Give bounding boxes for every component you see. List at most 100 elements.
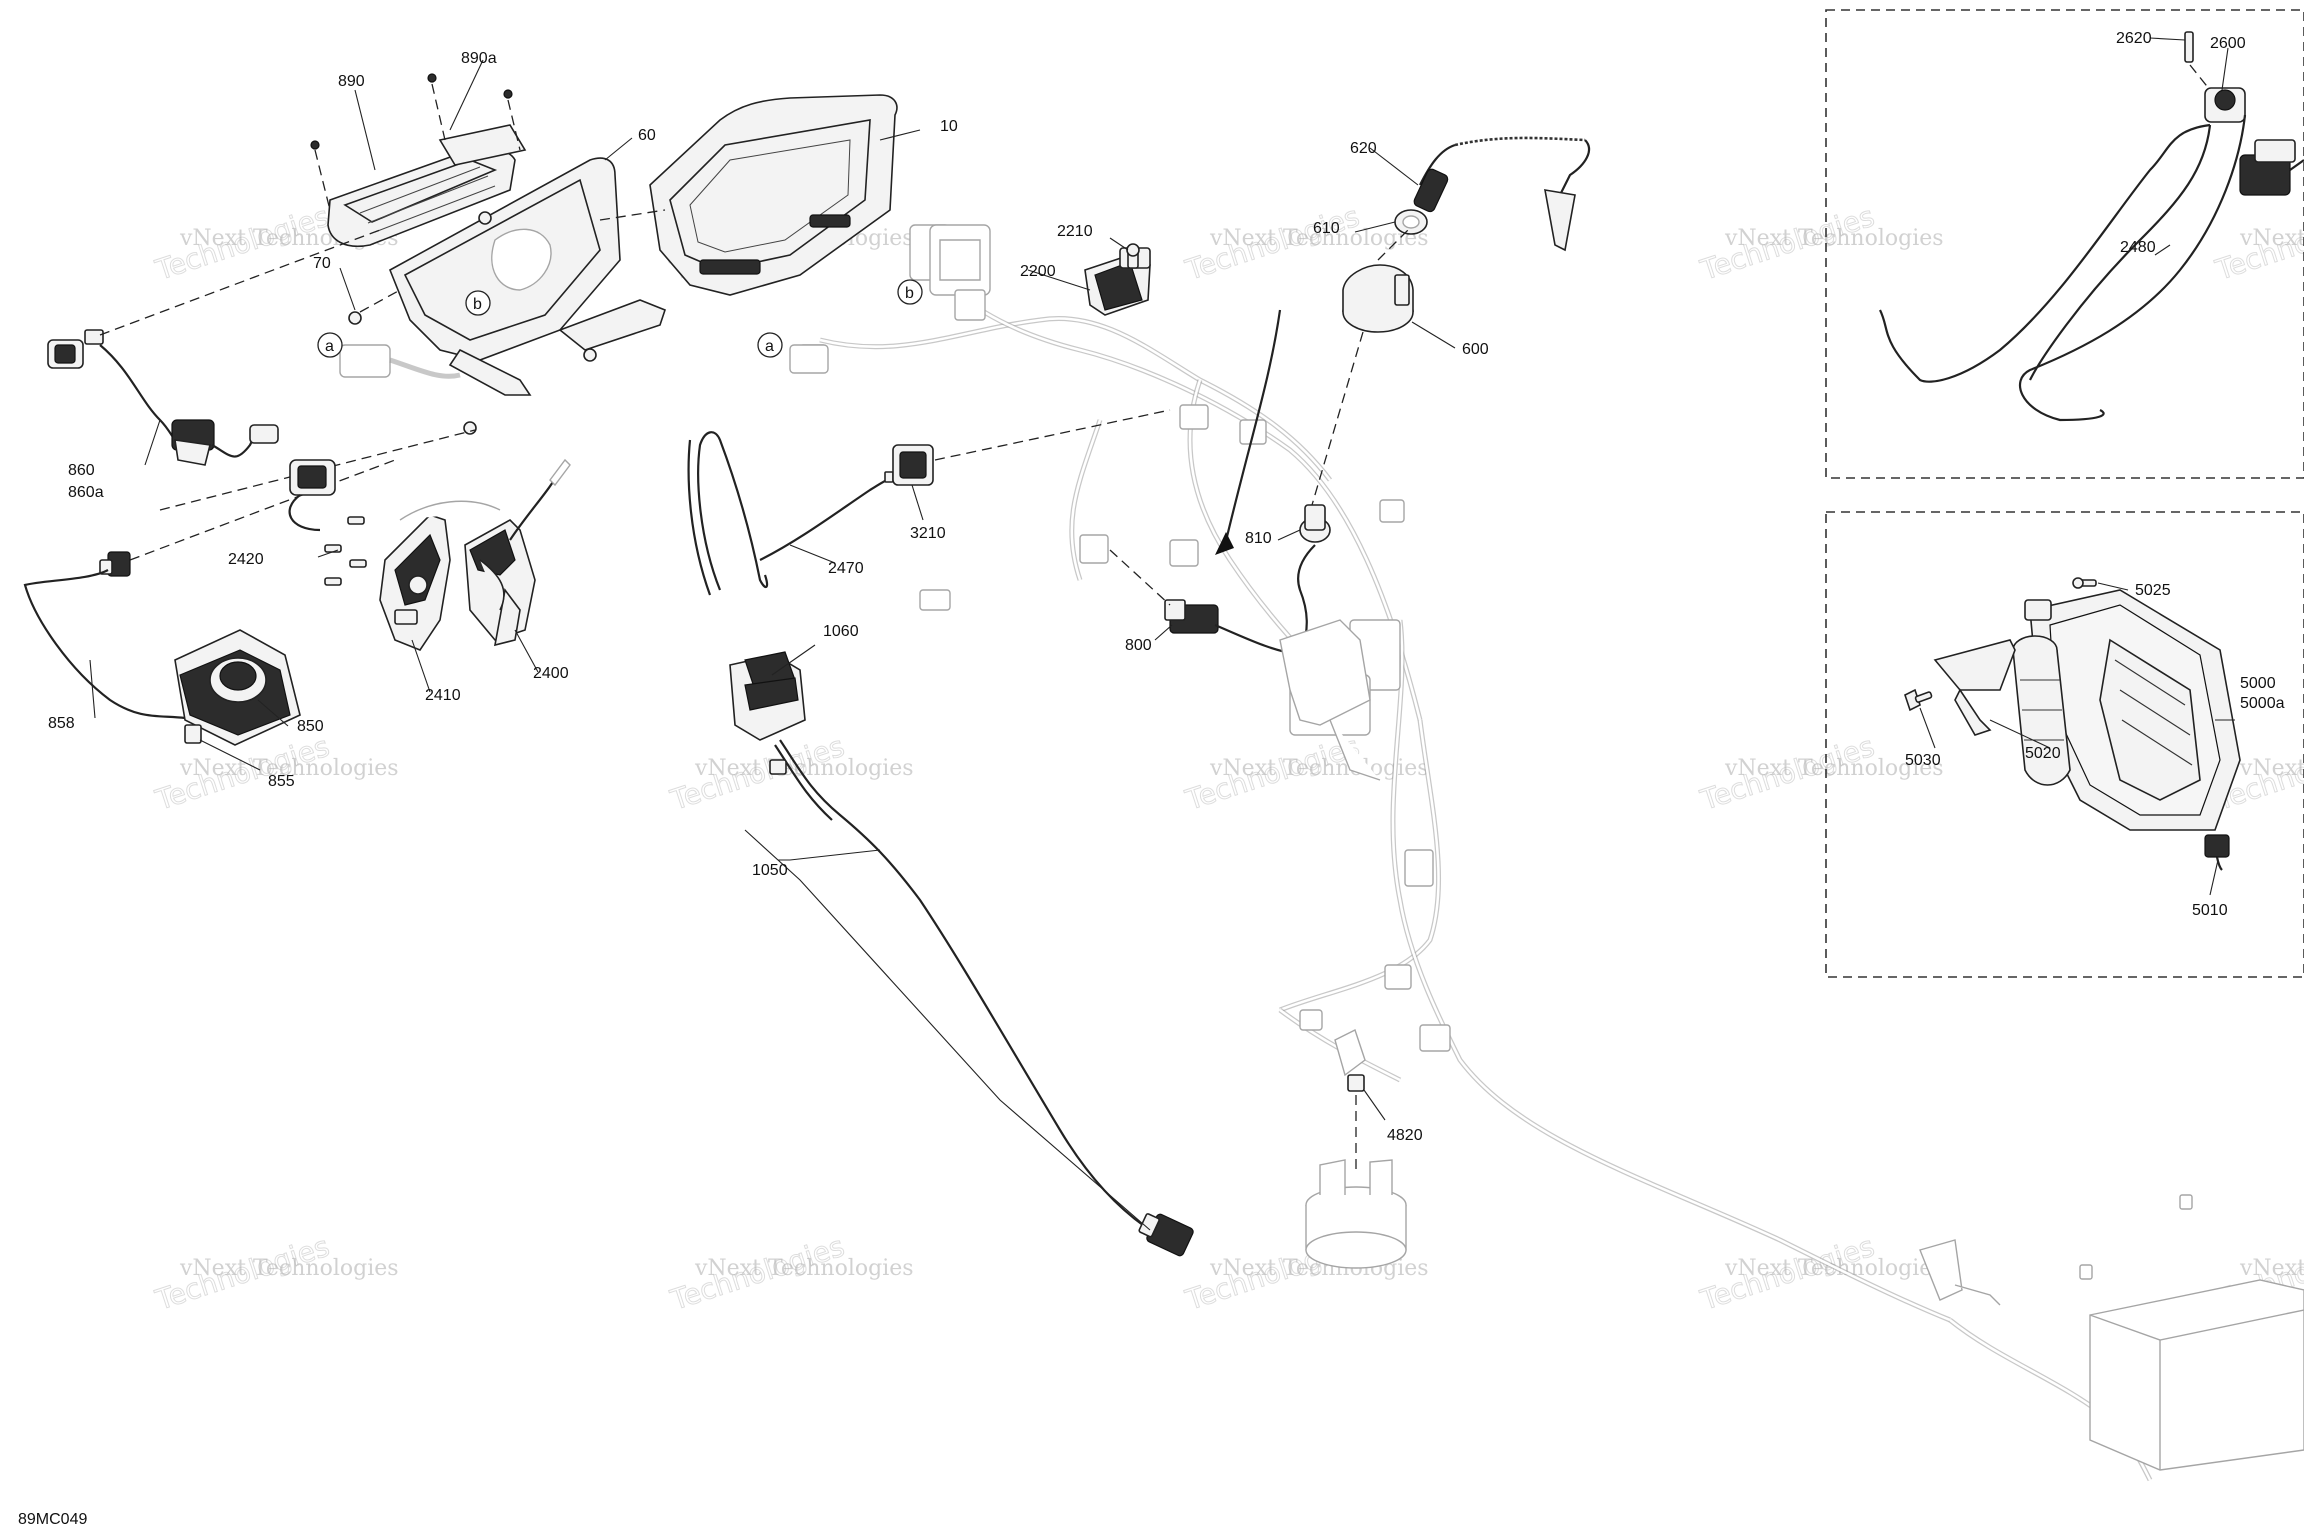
part-5000-module [2012,589,2241,871]
part-labels: 890 890a 60 10 70 860 860a 858 850 855 2… [48,30,2285,1144]
label-2400: 2400 [533,665,569,682]
label-2200: 2200 [1020,263,1056,280]
svg-text:vNext Technologies: vNext Technologies [179,756,399,781]
label-2420: 2420 [228,551,264,568]
label-2480: 2480 [2120,239,2156,256]
part-1060-switch [729,651,806,741]
svg-text:vNext Technologies: vNext Technologies [2239,226,2304,251]
screw-70 [583,348,597,362]
part-2210-bolt [1126,243,1140,269]
svg-text:vNext Technologies: vNext Technologies [2239,756,2304,781]
label-890a: 890a [461,50,497,67]
part-5010-actuator [2012,599,2230,871]
ghost-terminal [1334,1029,1366,1077]
part-1050-harness [744,739,1194,1257]
label-860: 860 [68,462,95,479]
label-70: 70 [313,255,331,272]
part-2470-cable [687,431,894,596]
svg-text:vNext Technologies: vNext Technologies [1724,226,1944,251]
svg-text:vNext Technologies: vNext Technologies [1724,756,1944,781]
watermark: vNext Technologies Technologies [1696,729,1944,817]
part-860-harness [47,229,381,466]
watermark: vNext Technologies Technologies [666,729,914,817]
label-620: 620 [1350,140,1377,157]
part-5025-screw [2072,577,2097,589]
label-890: 890 [338,73,365,90]
detail-box-module [1825,511,2304,978]
label-1060: 1060 [823,623,859,640]
label-800: 800 [1125,637,1152,654]
leader-lines [89,37,2235,1121]
label-3210: 3210 [910,525,946,542]
callout-a: a [757,332,783,358]
watermark: vNext Technologies Technologies [666,1229,914,1317]
label-860a: 860a [68,484,104,501]
label-858: 858 [48,715,75,732]
label-2600: 2600 [2210,35,2246,52]
label-60: 60 [638,127,656,144]
label-2470: 2470 [828,560,864,577]
svg-text:vNext Technologies: vNext Technologies [694,1256,914,1281]
label-1050: 1050 [752,862,788,879]
diagram-code: 89MC049 [18,1511,87,1528]
watermark: vNext Technologies Technologies [1696,199,1944,287]
part-4820-nut [1347,1074,1365,1170]
svg-text:b: b [905,285,914,302]
label-5020: 5020 [2025,745,2061,762]
label-5010: 5010 [2192,902,2228,919]
part-2410-switch-housing [379,514,451,651]
watermark: vNext Technologies Technologies [151,1229,399,1317]
callout-b: b [465,290,491,316]
label-2410: 2410 [425,687,461,704]
part-855-clip [184,724,202,744]
svg-text:a: a [765,338,774,355]
screw-70 [348,311,362,325]
part-890-cover [327,124,527,247]
connector-b-ghost [929,224,991,321]
screw-70 [463,421,477,435]
part-800-harness [1109,544,1322,681]
screw-70 [478,211,492,225]
label-600: 600 [1462,341,1489,358]
svg-text:vNext Technologies: vNext Technologies [2239,1256,2304,1281]
part-2200-sensor [1084,247,1151,316]
part-2620-screw [2184,31,2194,63]
part-2600-switch [2184,31,2246,123]
part-5030-screw [1904,688,1933,712]
part-600-switch [1311,229,1414,506]
callout-b: b [897,279,923,305]
cluster-group [310,73,898,435]
label-610: 610 [1313,220,1340,237]
part-850-switch [174,629,301,746]
part-5020-bracket [1933,639,2016,736]
part-2400-switch-housing [464,458,571,647]
battery [1919,1194,2304,1471]
callout-a: a [317,332,343,358]
part-10-cluster [649,94,898,296]
screw-890a [310,140,320,150]
svg-text:Technologies: Technologies [2211,200,2304,287]
label-810: 810 [1245,530,1272,547]
svg-text:b: b [473,296,482,313]
watermark: vNext Technologies Technologies [2211,199,2304,287]
label-4820: 4820 [1387,1127,1423,1144]
screws-2420 [324,516,367,586]
part-2480-cable [1879,114,2304,422]
label-2210: 2210 [1057,223,1093,240]
label-5030: 5030 [1905,752,1941,769]
label-5000: 5000 [2240,675,2276,692]
part-3210-connector [892,409,1171,486]
svg-text:a: a [325,338,334,355]
part-620-lanyard [1413,136,1591,252]
detail-box-lanyard [1825,9,2304,479]
solenoid [1305,1159,1407,1269]
part-810-cap [1299,504,1331,543]
part-60-housing [388,157,666,396]
ghost-switch [1279,619,1381,781]
label-850: 850 [297,718,324,735]
screw-890a [427,73,437,83]
label-5025: 5025 [2135,582,2171,599]
svg-text:vNext Technologies: vNext Technologies [1209,756,1429,781]
label-855: 855 [268,773,295,790]
